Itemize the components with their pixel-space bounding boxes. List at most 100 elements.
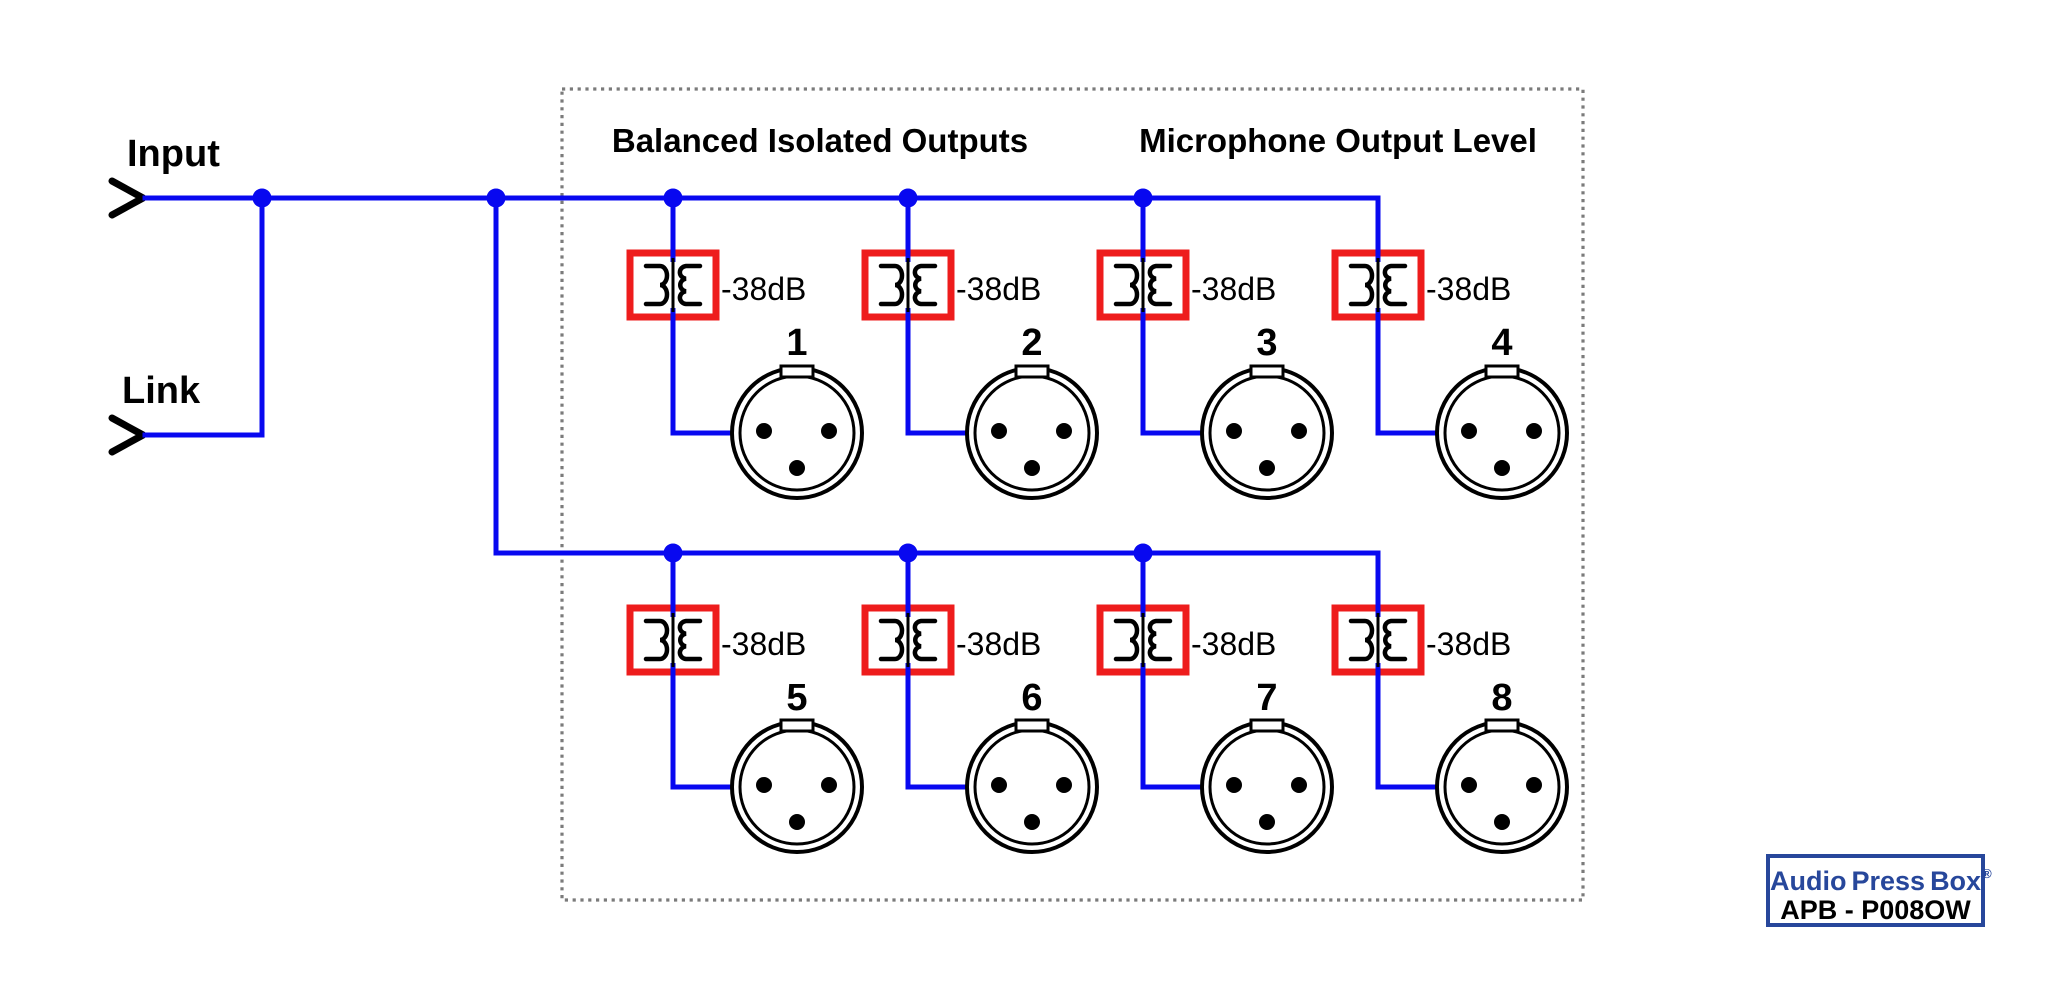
- transformer-secondary-winding-icon: [677, 618, 703, 662]
- xlr-pin-2: [1291, 777, 1307, 793]
- link-wire: [142, 195, 265, 438]
- transformer-secondary-winding-icon: [1382, 263, 1408, 307]
- attenuation-label: -38dB: [1426, 626, 1511, 662]
- xlr-pin-3: [1259, 814, 1275, 830]
- logo-brand-part-press: Press: [1851, 866, 1926, 896]
- junction-dot: [1133, 188, 1153, 208]
- xlr-pin-1: [756, 423, 772, 439]
- junction-dot: [898, 188, 918, 208]
- header-microphone-output-level: Microphone Output Level: [1139, 122, 1537, 159]
- transformer-primary-winding-icon: [1113, 618, 1140, 662]
- xlr-pin-2: [1526, 777, 1542, 793]
- link-label: Link: [122, 370, 201, 412]
- junction-dot-branch: [486, 188, 506, 208]
- channel-1: 1-38dB: [626, 188, 864, 500]
- transformer-primary-winding-icon: [1113, 263, 1140, 307]
- attenuation-label: -38dB: [956, 271, 1041, 307]
- transformer-secondary-winding-icon: [1147, 618, 1173, 662]
- xlr-pin-3: [1494, 460, 1510, 476]
- transformer-secondary-winding-icon: [1382, 618, 1408, 662]
- xlr-connector-outer-ring: [965, 720, 1099, 854]
- attenuation-label: -38dB: [956, 626, 1041, 662]
- attenuation-label: -38dB: [1191, 271, 1276, 307]
- junction-dot: [898, 543, 918, 563]
- channels-layer: 1-38dB2-38dB3-38dB4-38dB5-38dB6-38dB7-38…: [626, 188, 1569, 854]
- attenuation-label: -38dB: [1191, 626, 1276, 662]
- transformer-primary-winding-icon: [643, 618, 670, 662]
- junction-dot: [663, 188, 683, 208]
- channel-wire: [670, 198, 738, 436]
- attenuation-label: -38dB: [721, 271, 806, 307]
- xlr-pin-1: [1461, 423, 1477, 439]
- xlr-pin-3: [789, 814, 805, 830]
- channel-5: 5 -38dB: [626, 543, 864, 854]
- logo-model-text: APB - P008OW: [1780, 895, 1971, 925]
- header-balanced-isolated-outputs: Balanced Isolated Outputs: [612, 122, 1028, 159]
- xlr-pin-1: [1226, 423, 1242, 439]
- channel-4: 4 -38dB: [1331, 198, 1569, 500]
- xlr-pin-3: [1024, 814, 1040, 830]
- xlr-pin-2: [821, 423, 837, 439]
- transformer-secondary-winding-icon: [677, 263, 703, 307]
- xlr-pin-1: [756, 777, 772, 793]
- channel-wire: [905, 553, 973, 790]
- transformer-secondary-winding-icon: [912, 263, 938, 307]
- xlr-pin-2: [1056, 423, 1072, 439]
- channel-number: 4: [1491, 322, 1512, 364]
- channel-2: 2-38dB: [861, 188, 1099, 500]
- channel-wire: [1375, 553, 1443, 790]
- junction-dot-link: [252, 188, 272, 208]
- xlr-pin-2: [1056, 777, 1072, 793]
- channel-8: 8 -38dB: [1331, 553, 1569, 854]
- channel-3: 3 -38dB: [1096, 188, 1334, 500]
- transformer-primary-winding-icon: [1348, 263, 1375, 307]
- xlr-connector-outer-ring: [1435, 720, 1569, 854]
- input-arrow-icon: [108, 177, 147, 219]
- channel-wire: [1140, 553, 1208, 790]
- xlr-connector-outer-ring: [1200, 720, 1334, 854]
- isolation-boundary-box: [560, 87, 1585, 902]
- xlr-notch: [1484, 718, 1520, 733]
- junction-dot: [663, 543, 683, 563]
- logo-brand-part-audio: Audio: [1770, 866, 1847, 896]
- row2-branch-wire: [493, 195, 1381, 556]
- registered-trademark-icon: ®: [1982, 866, 1992, 881]
- input-label: Input: [127, 133, 220, 175]
- channel-6: 6-38dB: [861, 543, 1099, 854]
- attenuation-label: -38dB: [721, 626, 806, 662]
- transformer-primary-winding-icon: [878, 618, 905, 662]
- channel-number: 7: [1256, 677, 1277, 719]
- channel-number: 5: [786, 677, 807, 719]
- attenuation-label: -38dB: [1426, 271, 1511, 307]
- transformer-primary-winding-icon: [878, 263, 905, 307]
- xlr-connector-outer-ring: [730, 720, 864, 854]
- xlr-pin-2: [821, 777, 837, 793]
- xlr-pin-3: [1024, 460, 1040, 476]
- transformer-secondary-winding-icon: [912, 618, 938, 662]
- xlr-notch: [1014, 364, 1050, 379]
- xlr-connector-outer-ring: [965, 366, 1099, 500]
- xlr-pin-1: [1226, 777, 1242, 793]
- channel-number: 8: [1491, 677, 1512, 719]
- xlr-notch: [779, 718, 815, 733]
- xlr-pin-2: [1291, 423, 1307, 439]
- xlr-notch: [1249, 718, 1285, 733]
- transformer-secondary-winding-icon: [1147, 263, 1173, 307]
- link-arrow-icon: [108, 414, 147, 456]
- channel-wire: [1375, 198, 1443, 436]
- junction-dot: [1133, 543, 1153, 563]
- xlr-connector-outer-ring: [1435, 366, 1569, 500]
- xlr-pin-3: [789, 460, 805, 476]
- xlr-connector-outer-ring: [1200, 366, 1334, 500]
- xlr-pin-1: [991, 423, 1007, 439]
- xlr-pin-1: [1461, 777, 1477, 793]
- xlr-notch: [779, 364, 815, 379]
- xlr-notch: [1484, 364, 1520, 379]
- channel-number: 3: [1256, 322, 1277, 364]
- logo-brand-part-box: Box: [1930, 866, 1982, 896]
- xlr-notch: [1014, 718, 1050, 733]
